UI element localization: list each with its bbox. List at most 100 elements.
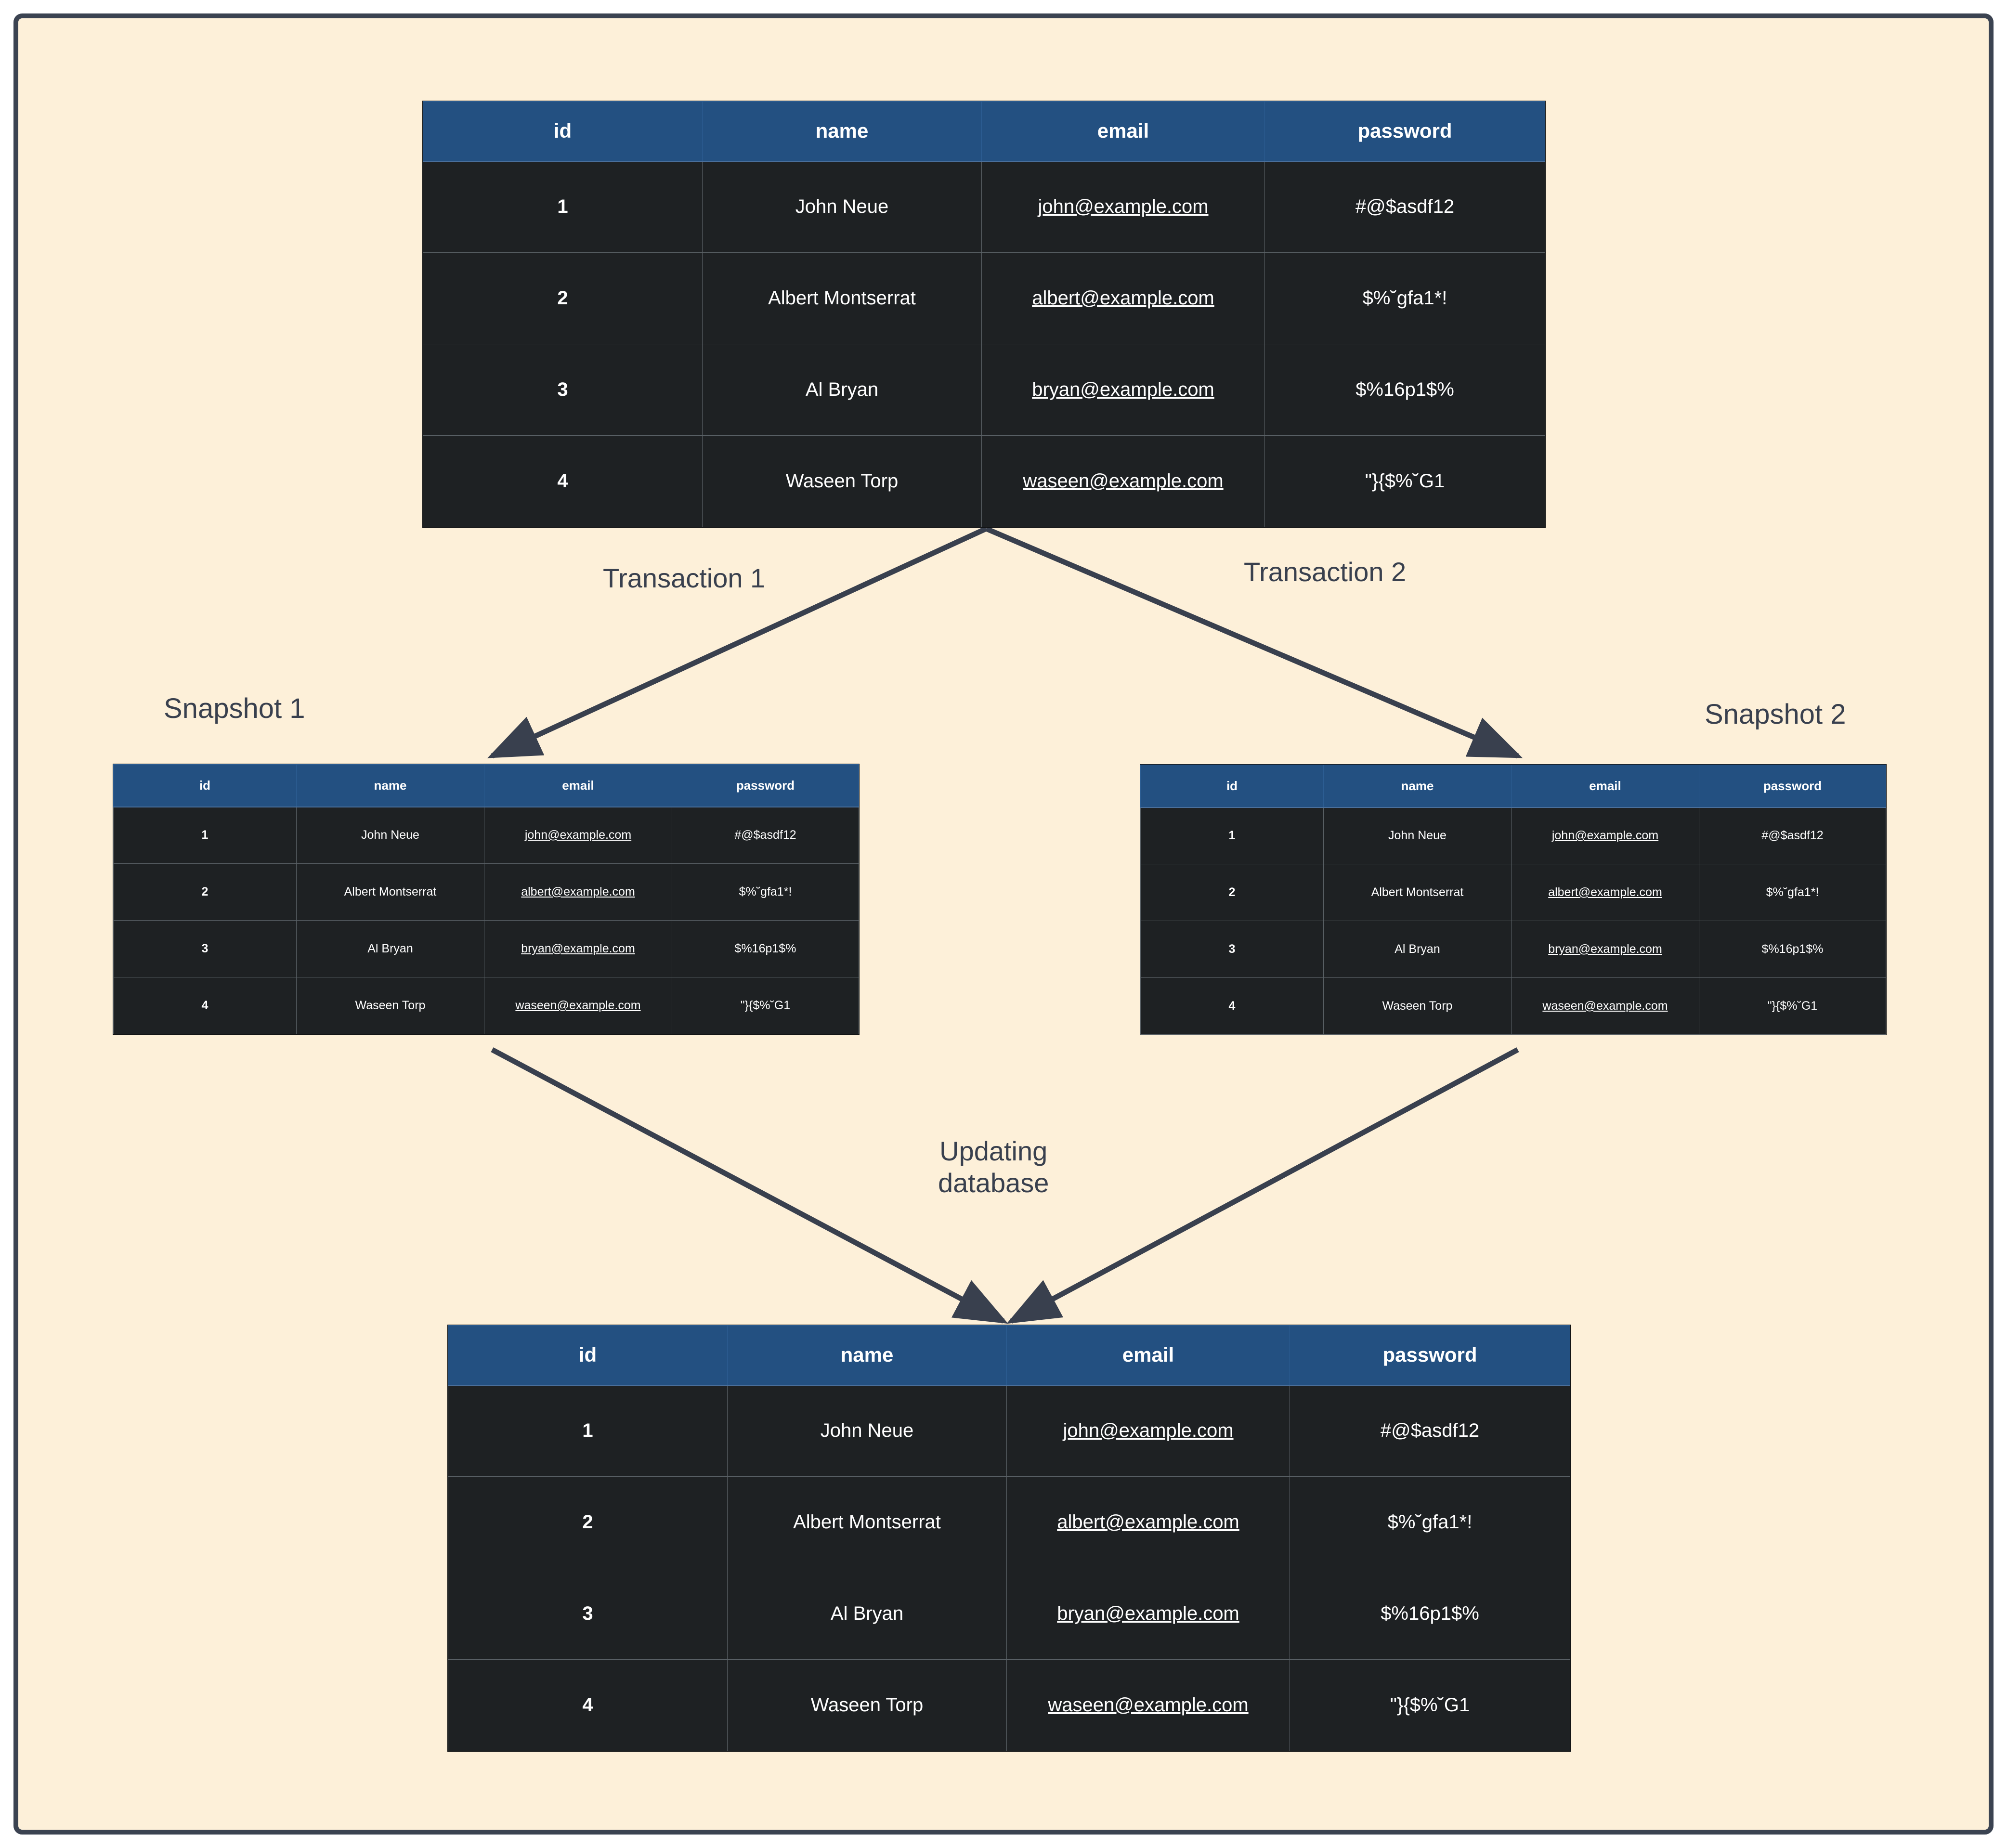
cell-id: 4 — [1140, 977, 1324, 1035]
table-row: 4 Waseen Torp waseen@example.com "}{$%˘G… — [448, 1659, 1570, 1751]
cell-id: 1 — [1140, 807, 1324, 864]
email-link[interactable]: waseen@example.com — [515, 999, 641, 1012]
cell-name: Al Bryan — [296, 920, 484, 977]
cell-email: bryan@example.com — [484, 920, 672, 977]
cell-password: $%˘gfa1*! — [1264, 252, 1545, 344]
table-row: 2 Albert Montserrat albert@example.com $… — [1140, 864, 1886, 921]
email-link[interactable]: john@example.com — [524, 828, 632, 842]
column-header-password: password — [1290, 1325, 1570, 1386]
cell-email: albert@example.com — [1006, 1476, 1290, 1568]
cell-id: 4 — [448, 1659, 728, 1751]
cell-name: John Neue — [296, 807, 484, 864]
column-header-id: id — [1140, 765, 1324, 808]
cell-email: albert@example.com — [484, 863, 672, 921]
email-link[interactable]: bryan@example.com — [521, 942, 635, 955]
cell-name: John Neue — [1323, 807, 1512, 864]
table-row: 3 Al Bryan bryan@example.com $%16p1$% — [448, 1568, 1570, 1660]
cell-email: bryan@example.com — [1006, 1568, 1290, 1660]
column-header-id: id — [423, 101, 703, 162]
column-header-id: id — [448, 1325, 728, 1386]
email-link[interactable]: john@example.com — [1038, 196, 1209, 218]
cell-name: John Neue — [727, 1385, 1007, 1477]
email-link[interactable]: bryan@example.com — [1057, 1603, 1239, 1624]
cell-id: 3 — [1140, 921, 1324, 978]
label-snapshot-2: Snapshot 2 — [1705, 699, 1846, 730]
final-database-table: id name email password 1 John Neue john@… — [448, 1325, 1570, 1751]
cell-email: john@example.com — [484, 807, 672, 864]
cell-id: 2 — [1140, 864, 1324, 921]
email-link[interactable]: albert@example.com — [1548, 885, 1662, 899]
table-row: 1 John Neue john@example.com #@$asdf12 — [423, 161, 1545, 253]
cell-id: 4 — [113, 977, 297, 1034]
table-header-row: id name email password — [1140, 765, 1886, 808]
table-header-row: id name email password — [423, 101, 1545, 162]
email-link[interactable]: bryan@example.com — [1032, 379, 1214, 400]
cell-password: $%16p1$% — [672, 920, 859, 977]
table-row: 3 Al Bryan bryan@example.com $%16p1$% — [113, 920, 859, 977]
label-updating-database: Updating database — [938, 1136, 1049, 1198]
cell-password: $%˘gfa1*! — [1699, 864, 1886, 921]
column-header-email: email — [1006, 1325, 1290, 1386]
column-header-name: name — [727, 1325, 1007, 1386]
column-header-email: email — [484, 764, 672, 807]
cell-id: 2 — [448, 1476, 728, 1568]
cell-id: 3 — [423, 344, 703, 436]
column-header-email: email — [1511, 765, 1699, 808]
table-row: 1 John Neue john@example.com #@$asdf12 — [113, 807, 859, 864]
cell-password: $%˘gfa1*! — [1290, 1476, 1570, 1568]
snapshot-2-table: id name email password 1 John Neue john@… — [1140, 765, 1886, 1035]
table-row: 2 Albert Montserrat albert@example.com $… — [448, 1476, 1570, 1568]
cell-password: #@$asdf12 — [1290, 1385, 1570, 1477]
cell-password: $%16p1$% — [1290, 1568, 1570, 1660]
cell-name: Waseen Torp — [702, 435, 982, 527]
column-header-name: name — [1323, 765, 1512, 808]
original-database-table: id name email password 1 John Neue john@… — [423, 101, 1545, 527]
cell-email: waseen@example.com — [1006, 1659, 1290, 1751]
label-transaction-2: Transaction 2 — [1244, 557, 1407, 587]
column-header-email: email — [981, 101, 1265, 162]
email-link[interactable]: john@example.com — [1063, 1420, 1234, 1442]
cell-password: "}{$%˘G1 — [1699, 977, 1886, 1035]
column-header-name: name — [702, 101, 982, 162]
email-link[interactable]: albert@example.com — [521, 885, 635, 898]
email-link[interactable]: john@example.com — [1551, 829, 1659, 843]
table-row: 2 Albert Montserrat albert@example.com $… — [423, 252, 1545, 344]
cell-password: "}{$%˘G1 — [1264, 435, 1545, 527]
table-row: 1 John Neue john@example.com #@$asdf12 — [1140, 807, 1886, 864]
table-header-row: id name email password — [113, 764, 859, 807]
cell-id: 3 — [113, 920, 297, 977]
column-header-name: name — [296, 764, 484, 807]
email-link[interactable]: waseen@example.com — [1542, 999, 1668, 1013]
cell-name: Waseen Torp — [296, 977, 484, 1034]
email-link[interactable]: bryan@example.com — [1548, 942, 1662, 956]
column-header-password: password — [672, 764, 859, 807]
table-row: 2 Albert Montserrat albert@example.com $… — [113, 863, 859, 921]
table-header-row: id name email password — [448, 1325, 1570, 1386]
column-header-id: id — [113, 764, 297, 807]
cell-password: $%16p1$% — [1699, 921, 1886, 978]
cell-name: Albert Montserrat — [702, 252, 982, 344]
cell-id: 2 — [423, 252, 703, 344]
cell-password: #@$asdf12 — [1264, 161, 1545, 253]
cell-email: john@example.com — [1511, 807, 1699, 864]
snapshot-1-table: id name email password 1 John Neue john@… — [113, 764, 859, 1034]
label-snapshot-1: Snapshot 1 — [164, 693, 305, 724]
cell-password: $%16p1$% — [1264, 344, 1545, 436]
cell-name: Waseen Torp — [727, 1659, 1007, 1751]
cell-email: john@example.com — [981, 161, 1265, 253]
table-row: 4 Waseen Torp waseen@example.com "}{$%˘G… — [113, 977, 859, 1034]
cell-password: "}{$%˘G1 — [672, 977, 859, 1034]
cell-name: Waseen Torp — [1323, 977, 1512, 1035]
cell-id: 2 — [113, 863, 297, 921]
column-header-password: password — [1264, 101, 1545, 162]
cell-id: 3 — [448, 1568, 728, 1660]
cell-name: Albert Montserrat — [296, 863, 484, 921]
cell-email: albert@example.com — [1511, 864, 1699, 921]
cell-email: waseen@example.com — [484, 977, 672, 1034]
email-link[interactable]: albert@example.com — [1032, 287, 1214, 309]
cell-name: Albert Montserrat — [727, 1476, 1007, 1568]
email-link[interactable]: albert@example.com — [1057, 1511, 1239, 1533]
email-link[interactable]: waseen@example.com — [1048, 1694, 1249, 1716]
email-link[interactable]: waseen@example.com — [1023, 470, 1224, 492]
cell-name: Albert Montserrat — [1323, 864, 1512, 921]
